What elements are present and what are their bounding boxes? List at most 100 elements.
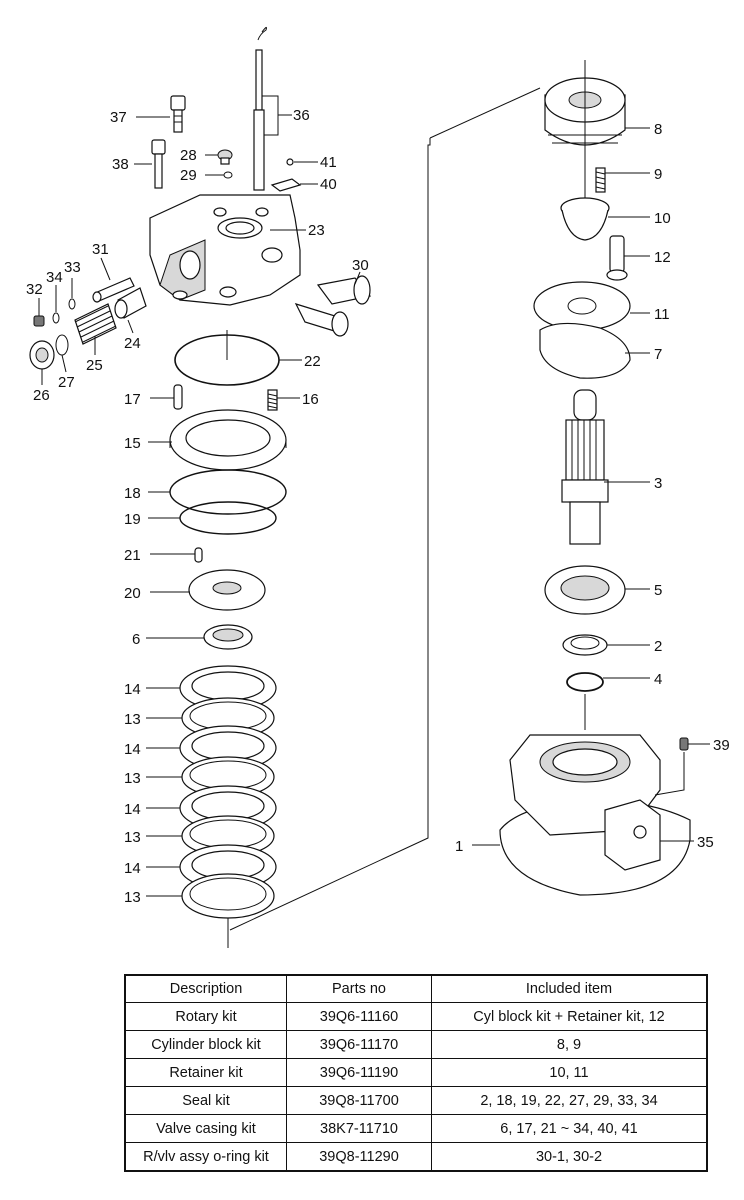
part-29-oring [223,171,233,179]
kit-table: Description Parts no Included item Rotar… [124,974,708,1172]
callout-12: 12 [654,249,671,266]
part-14-disc-2 [179,725,277,771]
table-row: Rotary kit 39Q6-11160 Cyl block kit + Re… [124,1002,708,1031]
callout-36: 36 [293,107,310,124]
callout-18: 18 [124,485,141,502]
callout-11: 11 [654,306,670,323]
callout-29: 29 [180,167,197,184]
cell-included-item: Cyl block kit + Retainer kit, 12 [431,1002,708,1031]
callout-16: 16 [302,391,319,408]
callout-13-c: 13 [124,829,141,846]
callout-38: 38 [112,156,129,173]
part-21-pin [194,547,203,563]
part-24-sleeve [114,287,147,319]
callout-34: 34 [46,269,63,286]
callout-26: 26 [33,387,50,404]
callout-20: 20 [124,585,141,602]
part-36-valve-rod [253,26,267,191]
callout-41: 41 [320,154,337,171]
part-40-plate [270,178,302,192]
callout-21: 21 [124,547,141,564]
column-divider-line [229,138,431,931]
callout-27: 27 [58,374,75,391]
part-37-bolt [170,95,186,133]
callout-3: 3 [654,475,662,492]
exploded-parts-diagram: 37 36 38 28 29 41 40 23 31 34 33 32 30 2… [26,26,730,948]
part-30-relief-valve-a [316,275,372,305]
callout-8: 8 [654,121,662,138]
callout-35: 35 [697,834,714,851]
part-4-snap-ring [566,672,604,692]
callout-4: 4 [654,671,662,688]
callout-23: 23 [308,222,325,239]
part-41-pin [286,158,294,166]
part-32-nut [33,315,45,327]
part-13-disc-4 [181,873,275,919]
header-description: Description [124,974,287,1003]
part-3-drive-shaft [561,389,609,545]
part-39-plug [679,737,689,751]
part-28-plug [217,149,233,165]
cell-description: Retainer kit [124,1058,287,1087]
header-included-item: Included item [431,974,708,1003]
callout-13-a: 13 [124,711,141,728]
cell-included-item: 8, 9 [431,1030,708,1059]
cell-description: Valve casing kit [124,1114,287,1143]
callout-24: 24 [124,335,141,352]
cell-description: R/vlv assy o-ring kit [124,1142,287,1172]
callout-6: 6 [132,631,140,648]
part-7-shoe-plate [539,322,631,379]
callout-15: 15 [124,435,141,452]
leader-lines [38,95,710,897]
cell-parts-no: 39Q8-11290 [286,1142,432,1172]
part-2-oil-seal [562,634,608,656]
part-19-oring [179,501,277,535]
part-18-oring [169,469,287,515]
part-16-spring [267,389,278,411]
cell-included-item: 2, 18, 19, 22, 27, 29, 33, 34 [431,1086,708,1115]
table-row: Seal kit 39Q8-11700 2, 18, 19, 22, 27, 2… [124,1086,708,1115]
callout-14-c: 14 [124,801,141,818]
cell-parts-no: 39Q6-11190 [286,1058,432,1087]
callout-13-b: 13 [124,770,141,787]
part-35-port-block [604,799,661,871]
part-38-bolt [151,139,166,189]
cell-parts-no: 39Q6-11160 [286,1002,432,1031]
callout-9: 9 [654,166,662,183]
table-row: Cylinder block kit 39Q6-11170 8, 9 [124,1030,708,1059]
part-34-oring [52,312,60,324]
callout-labels: 37 36 38 28 29 41 40 23 31 34 33 32 30 2… [26,107,730,906]
callout-14-d: 14 [124,860,141,877]
callout-39: 39 [713,737,730,754]
part-11-retainer-plate [533,281,631,331]
callout-40: 40 [320,176,337,193]
table-row: Retainer kit 39Q6-11190 10, 11 [124,1058,708,1087]
part-14-disc-1 [179,665,277,711]
table-row: R/vlv assy o-ring kit 39Q8-11290 30-1, 3… [124,1142,708,1172]
part-10-ball-guide [560,197,610,241]
part-20-valve-plate [188,569,266,611]
callout-14-b: 14 [124,741,141,758]
cell-description: Rotary kit [124,1002,287,1031]
kit-table-header: Description Parts no Included item [124,974,708,1003]
callout-30: 30 [352,257,369,274]
callout-10: 10 [654,210,671,227]
callout-19: 19 [124,511,141,528]
callout-33: 33 [64,259,81,276]
callout-5: 5 [654,582,662,599]
callout-25: 25 [86,357,103,374]
part-15-spring-plate [169,409,287,471]
cell-parts-no: 39Q8-11700 [286,1086,432,1115]
cell-description: Seal kit [124,1086,287,1115]
callout-14-a: 14 [124,681,141,698]
part-17-pin [173,384,183,410]
part-12-pin [606,235,628,281]
part-5-bearing [544,565,626,615]
cell-included-item: 10, 11 [431,1058,708,1087]
cell-included-item: 30-1, 30-2 [431,1142,708,1172]
cell-parts-no: 38K7-11710 [286,1114,432,1143]
divider-bracket-top [429,87,541,139]
cell-included-item: 6, 17, 21 ~ 34, 40, 41 [431,1114,708,1143]
cell-description: Cylinder block kit [124,1030,287,1059]
part-25-spring [74,303,117,345]
